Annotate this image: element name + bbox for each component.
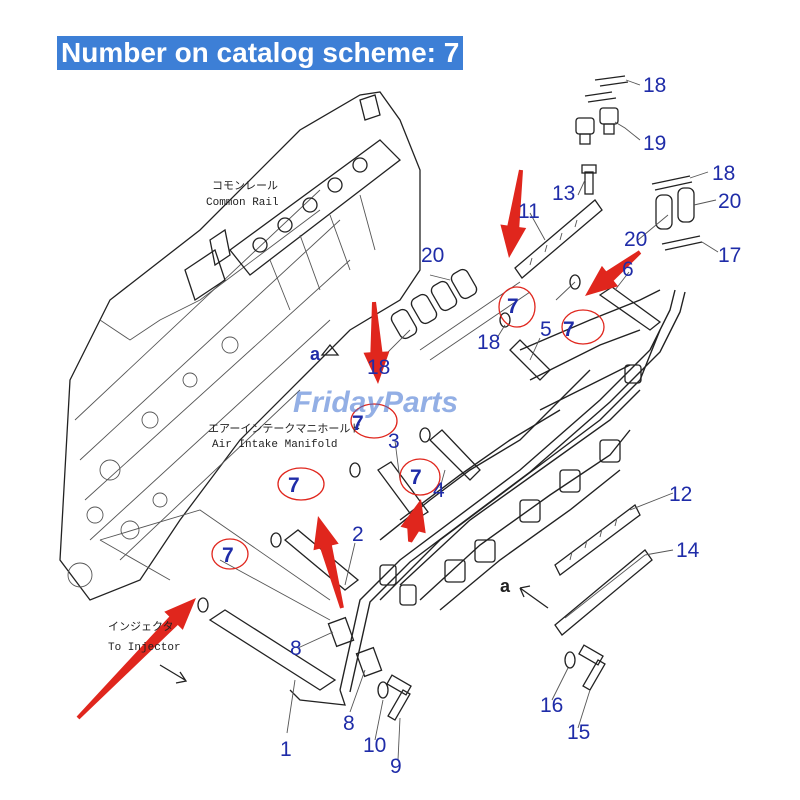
clamp-bar-11: [514, 199, 603, 279]
clamp-rail-14: [554, 549, 653, 636]
view-a-label-1: a: [310, 344, 321, 364]
bolt-13: [581, 164, 597, 195]
highlight-ellipse-2: [277, 467, 325, 501]
bolt-15: [578, 644, 606, 691]
red-arrow-3: [363, 301, 390, 384]
highlight-ellipse-1: [211, 538, 249, 570]
part-number-11: 11: [518, 200, 540, 223]
part-number-20-right: 20: [718, 190, 741, 213]
scheme-number-7-1: 7: [222, 544, 234, 567]
part-number-20-mid: 20: [624, 228, 647, 251]
part-number-10: 10: [363, 734, 386, 757]
spacer-8: [327, 616, 383, 678]
red-arrow-2: [313, 516, 344, 609]
part-number-20-engine: 20: [421, 244, 444, 267]
injector-label-en: To Injector: [108, 642, 181, 654]
view-a-markers: [159, 343, 549, 684]
watermark: FridayParts: [293, 386, 458, 419]
injector-tubes: [208, 286, 662, 706]
part-number-17: 17: [718, 244, 741, 267]
part-number-3: 3: [388, 430, 400, 453]
view-a-label-2: a: [500, 576, 511, 596]
o-rings: [197, 274, 581, 613]
red-arrows: [76, 169, 642, 720]
part-number-8-upper: 8: [290, 637, 302, 660]
injection-pipe-assembly: [339, 289, 686, 693]
part-number-13: 13: [552, 182, 575, 205]
part-number-2: 2: [352, 523, 364, 546]
injector-label-jp: インジェクタ: [108, 620, 174, 633]
part-number-1: 1: [280, 738, 292, 761]
highlight-ellipse-5: [498, 286, 536, 328]
red-arrow-1: [76, 598, 196, 720]
part-number-12: 12: [669, 483, 692, 506]
highlight-ellipse-4: [399, 458, 441, 496]
red-arrow-4: [400, 499, 426, 543]
common-rail: [229, 139, 401, 311]
common-rail-label-en: Common Rail: [206, 197, 279, 209]
red-arrow-6: [585, 250, 642, 296]
fittings-19: [575, 107, 619, 145]
bolt-9: [386, 674, 412, 721]
clips-17-18-right: [651, 175, 703, 251]
part-number-18-right: 18: [712, 162, 735, 185]
clamp-rail-12: [554, 504, 641, 576]
part-number-16: 16: [540, 694, 563, 717]
scheme-number-7-6: 7: [563, 318, 575, 341]
part-number-9: 9: [390, 755, 402, 778]
part-number-14: 14: [676, 539, 700, 562]
part-number-15: 15: [567, 721, 590, 744]
part-number-18-left: 18: [367, 356, 390, 379]
red-arrow-5: [500, 169, 527, 258]
washer-10: [377, 681, 389, 699]
part-number-6: 6: [622, 258, 634, 281]
washer-16: [564, 651, 576, 669]
scheme-number-7-3: 7: [352, 412, 364, 435]
part-number-19: 19: [643, 132, 666, 155]
scheme-number-7-2: 7: [288, 474, 300, 497]
part-number-18-mid: 18: [477, 331, 500, 354]
part-number-4: 4: [433, 479, 445, 502]
clips-18-top: [584, 75, 629, 103]
highlight-ellipse-6: [561, 309, 605, 345]
seals-20-right: [655, 187, 695, 230]
engine-block: [59, 91, 421, 601]
scheme-number-7-5: 7: [507, 295, 519, 318]
highlight-ellipse-3: [350, 403, 398, 439]
air-intake-label-jp: エアーインテークマニホールド: [208, 422, 361, 435]
highlight-ellipses: [211, 286, 605, 570]
part-number-5: 5: [540, 318, 552, 341]
leader-lines: [99, 79, 719, 761]
scheme-number-7-4: 7: [410, 466, 422, 489]
air-intake-label-en: Air Intake Manifold: [212, 439, 337, 451]
part-number-8-lower: 8: [343, 712, 355, 735]
catalog-number-banner: Number on catalog scheme: 7: [57, 36, 464, 70]
part-number-18-top: 18: [643, 74, 666, 97]
common-rail-label-jp: コモンレール: [212, 179, 278, 192]
